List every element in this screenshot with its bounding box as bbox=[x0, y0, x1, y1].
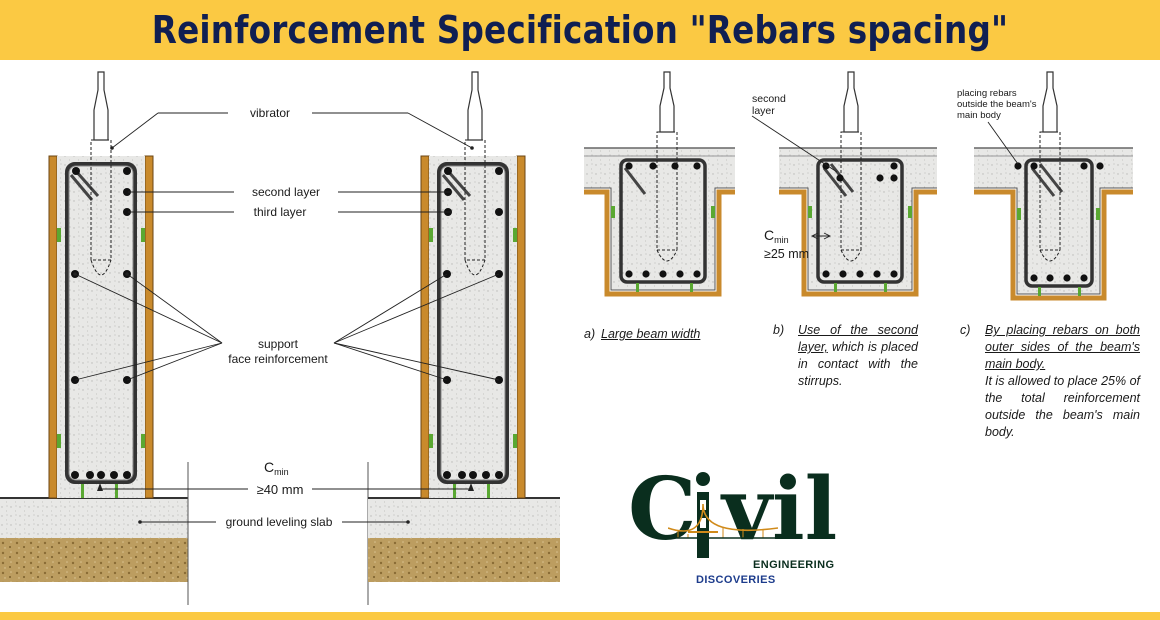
caption-b-letter: b) bbox=[773, 323, 785, 337]
beam-formwork bbox=[779, 189, 937, 297]
label-ground-slab: ground leveling slab bbox=[226, 515, 333, 529]
beam-a bbox=[584, 71, 735, 297]
page-title: Reinforcement Specification "Rebars spac… bbox=[151, 8, 1009, 52]
vibrator-head bbox=[659, 71, 675, 133]
ground-slab bbox=[0, 498, 188, 538]
reinforcement-diagram: vibrator second layer third layer suppor… bbox=[0, 71, 1133, 605]
label-cmin-beam: Cmin bbox=[764, 227, 789, 245]
label-third-layer: third layer bbox=[254, 205, 307, 219]
stirrup bbox=[65, 162, 137, 484]
beam-c: placing rebars outside the beam's main b… bbox=[957, 71, 1133, 301]
rebars bbox=[625, 162, 701, 278]
column-1 bbox=[0, 71, 189, 605]
label-placing-3: main body bbox=[957, 110, 1001, 121]
label-cover-40: ≥40 mm bbox=[257, 482, 304, 497]
column-concrete bbox=[429, 156, 517, 498]
rebars bbox=[822, 162, 898, 278]
column-leaders bbox=[74, 112, 500, 523]
label-cover-25: ≥25 mm bbox=[764, 247, 809, 261]
civil-engineering-logo: C vil ENGINEERING DISCOVERIES bbox=[628, 460, 858, 595]
soil-layer bbox=[368, 538, 560, 582]
label-vibrator: vibrator bbox=[250, 106, 290, 120]
logo-discoveries: DISCOVERIES bbox=[696, 574, 776, 586]
vibrator-head bbox=[93, 71, 109, 141]
beam-formwork bbox=[974, 189, 1133, 301]
caption-a: a) Large beam width bbox=[584, 326, 744, 346]
label-placing-2: outside the beam's bbox=[957, 99, 1037, 110]
caption-a-letter: a) bbox=[584, 327, 596, 341]
label-layer: layer bbox=[752, 105, 775, 117]
caption-c: c) By placing rebars on both outer sides… bbox=[960, 322, 1142, 452]
label-second: second bbox=[752, 93, 786, 105]
label-cmin: Cmin bbox=[264, 459, 289, 477]
formwork-left bbox=[420, 155, 430, 499]
column-2 bbox=[367, 71, 560, 605]
rebars bbox=[1014, 162, 1104, 282]
beam-b: second layer Cmin ≥25 mm bbox=[751, 71, 937, 297]
title-bar: Reinforcement Specification "Rebars spac… bbox=[0, 0, 1160, 60]
formwork-right bbox=[144, 155, 154, 499]
soil-layer bbox=[0, 538, 188, 582]
column-concrete bbox=[57, 156, 145, 498]
label-support: support bbox=[258, 337, 299, 351]
label-second-layer: second layer bbox=[252, 185, 320, 199]
bottom-bar bbox=[0, 612, 1160, 620]
label-face-reinforcement: face reinforcement bbox=[228, 352, 328, 366]
logo-letter-c: C bbox=[628, 459, 697, 560]
vibrator-head bbox=[1042, 71, 1058, 133]
caption-a-text: Large beam width bbox=[601, 327, 701, 341]
vibrator-head bbox=[467, 71, 483, 141]
logo-engineering: ENGINEERING bbox=[753, 559, 835, 571]
beam-formwork bbox=[584, 189, 735, 297]
ground-slab bbox=[368, 498, 560, 538]
bridge-cable-icon bbox=[668, 503, 778, 539]
caption-c-letter: c) bbox=[960, 323, 971, 337]
logo-letters-vil: vil bbox=[722, 459, 838, 560]
formwork-right bbox=[516, 155, 526, 499]
rebars bbox=[443, 167, 503, 479]
vibrator-head bbox=[843, 71, 859, 133]
formwork-left bbox=[48, 155, 58, 499]
stirrup bbox=[437, 162, 509, 484]
caption-c-text: By placing rebars on both outer sides of… bbox=[985, 323, 1140, 439]
caption-b-text: Use of the second layer, which is placed… bbox=[798, 323, 918, 388]
rebars bbox=[71, 167, 131, 479]
label-placing-1: placing rebars bbox=[957, 88, 1017, 99]
caption-b: b) Use of the second layer, which is pla… bbox=[773, 322, 919, 402]
